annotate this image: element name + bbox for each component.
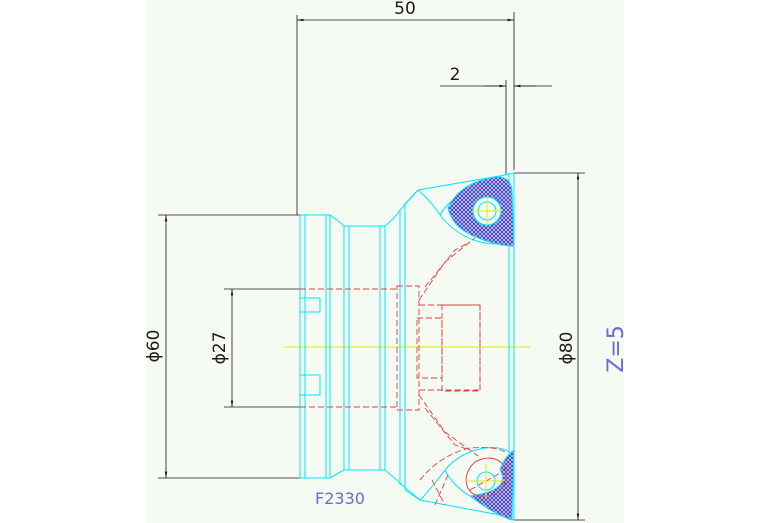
- dimension-offset: 2: [440, 65, 552, 175]
- dimension-cutter-text: ϕ80: [557, 332, 577, 365]
- teeth-count-label: Z=5: [604, 325, 629, 373]
- part-code-label: F2330: [315, 489, 365, 508]
- dimension-bore: ϕ60: [144, 214, 300, 479]
- dimension-cutter: ϕ80: [514, 172, 585, 521]
- dimension-length-text: 50: [394, 0, 416, 19]
- dimension-length: 50: [296, 0, 515, 215]
- dimension-bore-text: ϕ60: [144, 330, 164, 363]
- insert-lower: [465, 449, 515, 521]
- dimension-hole: ϕ27: [210, 288, 300, 408]
- insert-upper: [447, 176, 515, 247]
- dimension-hole-text: ϕ27: [210, 332, 230, 365]
- hidden-lines: [300, 237, 510, 506]
- dimension-offset-text: 2: [450, 65, 461, 85]
